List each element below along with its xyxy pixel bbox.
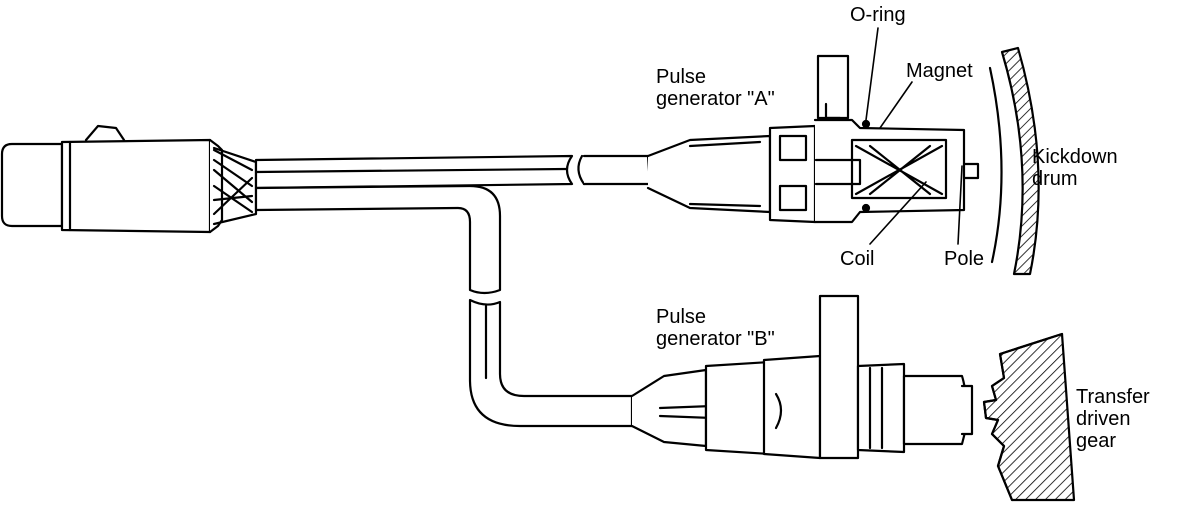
pulse-generator-a-body <box>646 54 980 224</box>
label-magnet: Magnet <box>906 60 973 82</box>
label-o-ring: O-ring <box>850 4 906 26</box>
cable-to-pulse-generator-a <box>254 154 652 190</box>
label-pulse-generator-b: Pulse generator "B" <box>656 306 775 350</box>
transfer-driven-gear <box>982 332 1076 502</box>
label-kickdown-drum: Kickdown drum <box>1032 146 1118 190</box>
pulse-generator-b-body <box>630 294 974 460</box>
cable-to-pulse-generator-b <box>254 184 634 428</box>
kickdown-drum <box>988 46 1040 276</box>
label-transfer-driven-gear: Transfer driven gear <box>1076 386 1150 452</box>
label-coil: Coil <box>840 248 875 270</box>
label-pulse-generator-a: Pulse generator "A" <box>656 66 775 110</box>
connector-plug <box>0 124 258 234</box>
label-pole: Pole <box>944 248 985 270</box>
leader-lines <box>865 27 963 245</box>
